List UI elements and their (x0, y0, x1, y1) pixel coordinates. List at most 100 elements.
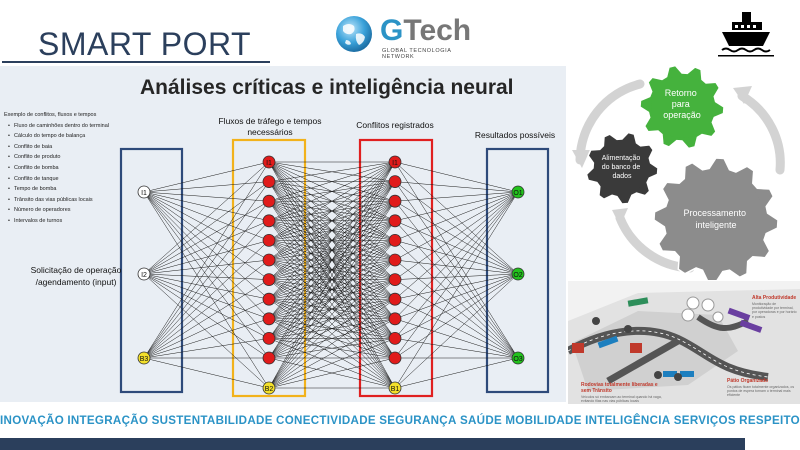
input-node (137, 351, 151, 365)
footer-keyword: SERVIÇOS (673, 414, 736, 427)
example-item: Conflito de tanque (14, 174, 109, 185)
node-label: I1 (266, 160, 272, 167)
layer2-node (388, 381, 402, 395)
node-label: O3 (513, 356, 522, 363)
alim-line-3: dados (612, 173, 632, 180)
map-callout-2-note: Veículos só embarcam ao terminal quando … (581, 395, 662, 404)
alim-line-2: do banco de (602, 164, 641, 171)
node-label: O1 (513, 190, 522, 197)
layer1-node (262, 194, 276, 208)
retorno-line-2: para (672, 99, 690, 109)
gear-database (585, 131, 659, 205)
map-callout-3-title: Pátio Organizado (727, 378, 769, 384)
layer2-node (388, 273, 402, 287)
example-item: Conflito de baia (14, 142, 109, 153)
map-callout-2-title: Rodovias totalmente liberadas e sem Trân… (581, 382, 658, 394)
layer1-node (262, 381, 276, 395)
port-map-illustration (566, 281, 800, 404)
example-item: Número de operadores (14, 205, 109, 216)
examples-heading: Exemplo de conflitos, fluxos e tempos (4, 112, 97, 118)
cycle-arrowhead (612, 208, 628, 226)
footer-keyword: SUSTENTABILIDADE (151, 414, 273, 427)
input-box (119, 147, 184, 394)
output-node (511, 185, 525, 199)
svg-text:Processamento inteligente: Processamento inteligente (683, 208, 748, 230)
label-traffic-flows: Fluxos de tráfego e tempos necessários (218, 116, 322, 137)
gear-processing (653, 157, 779, 280)
label-conflicts: Conflitos registrados (356, 120, 434, 130)
example-item: Conflito de produto (14, 152, 109, 163)
node-label: B3 (140, 356, 149, 363)
layer1-node (262, 175, 276, 189)
node-label: I1 (392, 160, 398, 167)
example-item: Cálculo do tempo de balança (14, 131, 109, 142)
node-label: I2 (141, 272, 147, 279)
input-node (137, 185, 151, 199)
port-map-drawing (566, 289, 800, 404)
layer2-node (388, 233, 402, 247)
layer2-node (388, 214, 402, 228)
footer-keyword: SEGURANÇA (379, 414, 457, 427)
layer2-node (388, 175, 402, 189)
network-connections (143, 161, 519, 389)
example-item: Tempo de bomba (14, 184, 109, 195)
footer-bar (0, 438, 745, 450)
output-node (511, 351, 525, 365)
layer2-node (388, 351, 402, 365)
label-input: Solicitação de operação /agendamento (in… (30, 265, 122, 287)
example-item: Fluxo de caminhões dentro do terminal (14, 121, 109, 132)
layer1-node (262, 273, 276, 287)
example-item: Trânsito das vias públicas locais (14, 195, 109, 206)
footer-keyword: INTELIGÊNCIA (585, 414, 671, 427)
gear-return (639, 64, 725, 150)
cycle-arrowhead (572, 150, 590, 168)
title-underline (2, 61, 270, 63)
footer-keyword: INTEGRAÇÃO (67, 414, 149, 427)
map-callout-1-note: Monitoração de produtividade por termina… (752, 302, 797, 319)
svg-text:Alimentação do banco de: Alimentação do banco de dados (602, 155, 643, 180)
output-node (511, 267, 525, 281)
node-label: I1 (141, 190, 147, 197)
retorno-line-3: operação (663, 110, 701, 120)
footer-keyword: INOVAÇÃO (0, 414, 65, 427)
gtech-logo: GTech GLOBAL TECNOLOGIA NETWORK (334, 14, 484, 60)
examples-list: Exemplo de conflitos, fluxos e tempos Fl… (4, 110, 109, 227)
layer1-node (262, 351, 276, 365)
footer-keyword: CONECTIVIDADE (276, 414, 376, 427)
diagram-heading: Análises críticas e inteligência neural (140, 76, 514, 99)
slide-title: SMART PORT (38, 26, 252, 62)
node-label: B2 (265, 386, 274, 393)
footer-keyword: SAÚDE (459, 414, 503, 427)
layer2-node (388, 194, 402, 208)
layer1-node (262, 155, 276, 169)
layer1-node (262, 233, 276, 247)
retorno-line-1: Retorno (665, 88, 697, 98)
example-item: Intervalos de turnos (14, 216, 109, 227)
layer1-node (262, 312, 276, 326)
ship-icon (718, 12, 774, 57)
alim-line-1: Alimentação (602, 155, 641, 162)
layer2-node (388, 331, 402, 345)
cycle-diagram: Retorno para operação Alimentação do ban… (572, 64, 785, 280)
footer-keyword: RESPEITO (739, 414, 800, 427)
layer2-box (358, 138, 434, 398)
layer1-node (262, 253, 276, 267)
layer2-node (388, 312, 402, 326)
node-label: B1 (391, 386, 400, 393)
layer1-node (262, 292, 276, 306)
label-results: Resultados possíveis (474, 130, 556, 140)
map-callout-3-note: Os pátios ficam totalmente organizados, … (727, 385, 795, 398)
node-label: O2 (513, 272, 522, 279)
layer2-node (388, 292, 402, 306)
logo-tagline: GLOBAL TECNOLOGIA NETWORK (382, 48, 452, 60)
layer1-node (262, 214, 276, 228)
layer2-node (388, 155, 402, 169)
example-item: Conflito de bomba (14, 163, 109, 174)
layer2-node (388, 253, 402, 267)
layer1-node (262, 331, 276, 345)
proc-line-2: inteligente (695, 220, 736, 230)
footer-keyword: MOBILIDADE (505, 414, 582, 427)
svg-text:Retorno para operação: Retorno para operação (663, 88, 701, 120)
